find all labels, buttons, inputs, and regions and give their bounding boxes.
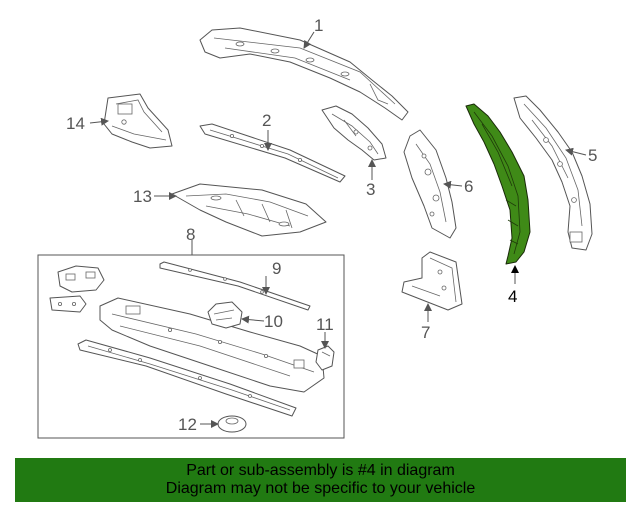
callout-8: 8 xyxy=(186,225,195,244)
callout-12: 12 xyxy=(178,415,197,434)
part-4-highlighted-pillar[interactable] xyxy=(465,103,531,265)
leader-lines xyxy=(89,31,587,428)
part-14-bracket[interactable] xyxy=(103,93,173,149)
footer-line-2: Diagram may not be specific to your vehi… xyxy=(165,480,476,497)
part-6-pillar-panel[interactable] xyxy=(403,129,457,239)
part-8-small-bracket[interactable] xyxy=(49,265,105,313)
part-12-grommet[interactable] xyxy=(217,415,247,433)
callout-labels: 1 2 3 4 5 6 7 8 9 10 11 12 13 14 xyxy=(66,16,597,434)
callout-13: 13 xyxy=(133,187,152,206)
leader-5 xyxy=(565,147,587,156)
group-8-box xyxy=(37,254,345,439)
part-8-lower-sill[interactable] xyxy=(77,339,297,417)
callout-5: 5 xyxy=(588,146,597,165)
part-8-rocker-panel[interactable] xyxy=(99,297,325,393)
callout-14: 14 xyxy=(66,114,85,133)
callout-3: 3 xyxy=(366,180,375,199)
part-7-gusset[interactable] xyxy=(401,251,463,311)
part-2-rail[interactable] xyxy=(199,123,346,183)
callout-9: 9 xyxy=(272,259,281,278)
part-10-pad[interactable] xyxy=(207,301,243,329)
callout-6: 6 xyxy=(464,177,473,196)
footer-line-1: Part or sub-assembly is #4 in diagram xyxy=(186,462,455,479)
callout-10: 10 xyxy=(264,312,283,331)
leader-1 xyxy=(303,31,315,49)
footer-banner: Part or sub-assembly is #4 in diagram Di… xyxy=(15,458,626,502)
part-13-floor-pan[interactable] xyxy=(171,183,327,237)
part-3-bracket[interactable] xyxy=(321,105,387,161)
leader-6 xyxy=(443,180,463,189)
part-11-clip[interactable] xyxy=(315,345,335,371)
callout-11: 11 xyxy=(316,315,334,334)
callout-2: 2 xyxy=(262,111,271,130)
leader-10 xyxy=(241,315,265,324)
callout-4: 4 xyxy=(508,287,517,306)
callout-1: 1 xyxy=(314,16,323,35)
part-1-roof-rail[interactable] xyxy=(199,27,409,121)
part-4-shape xyxy=(465,103,531,265)
callout-7: 7 xyxy=(421,323,430,342)
leader-14 xyxy=(89,117,109,126)
part-9-strip[interactable] xyxy=(159,261,311,311)
part-5-outer-pillar[interactable] xyxy=(513,95,593,251)
